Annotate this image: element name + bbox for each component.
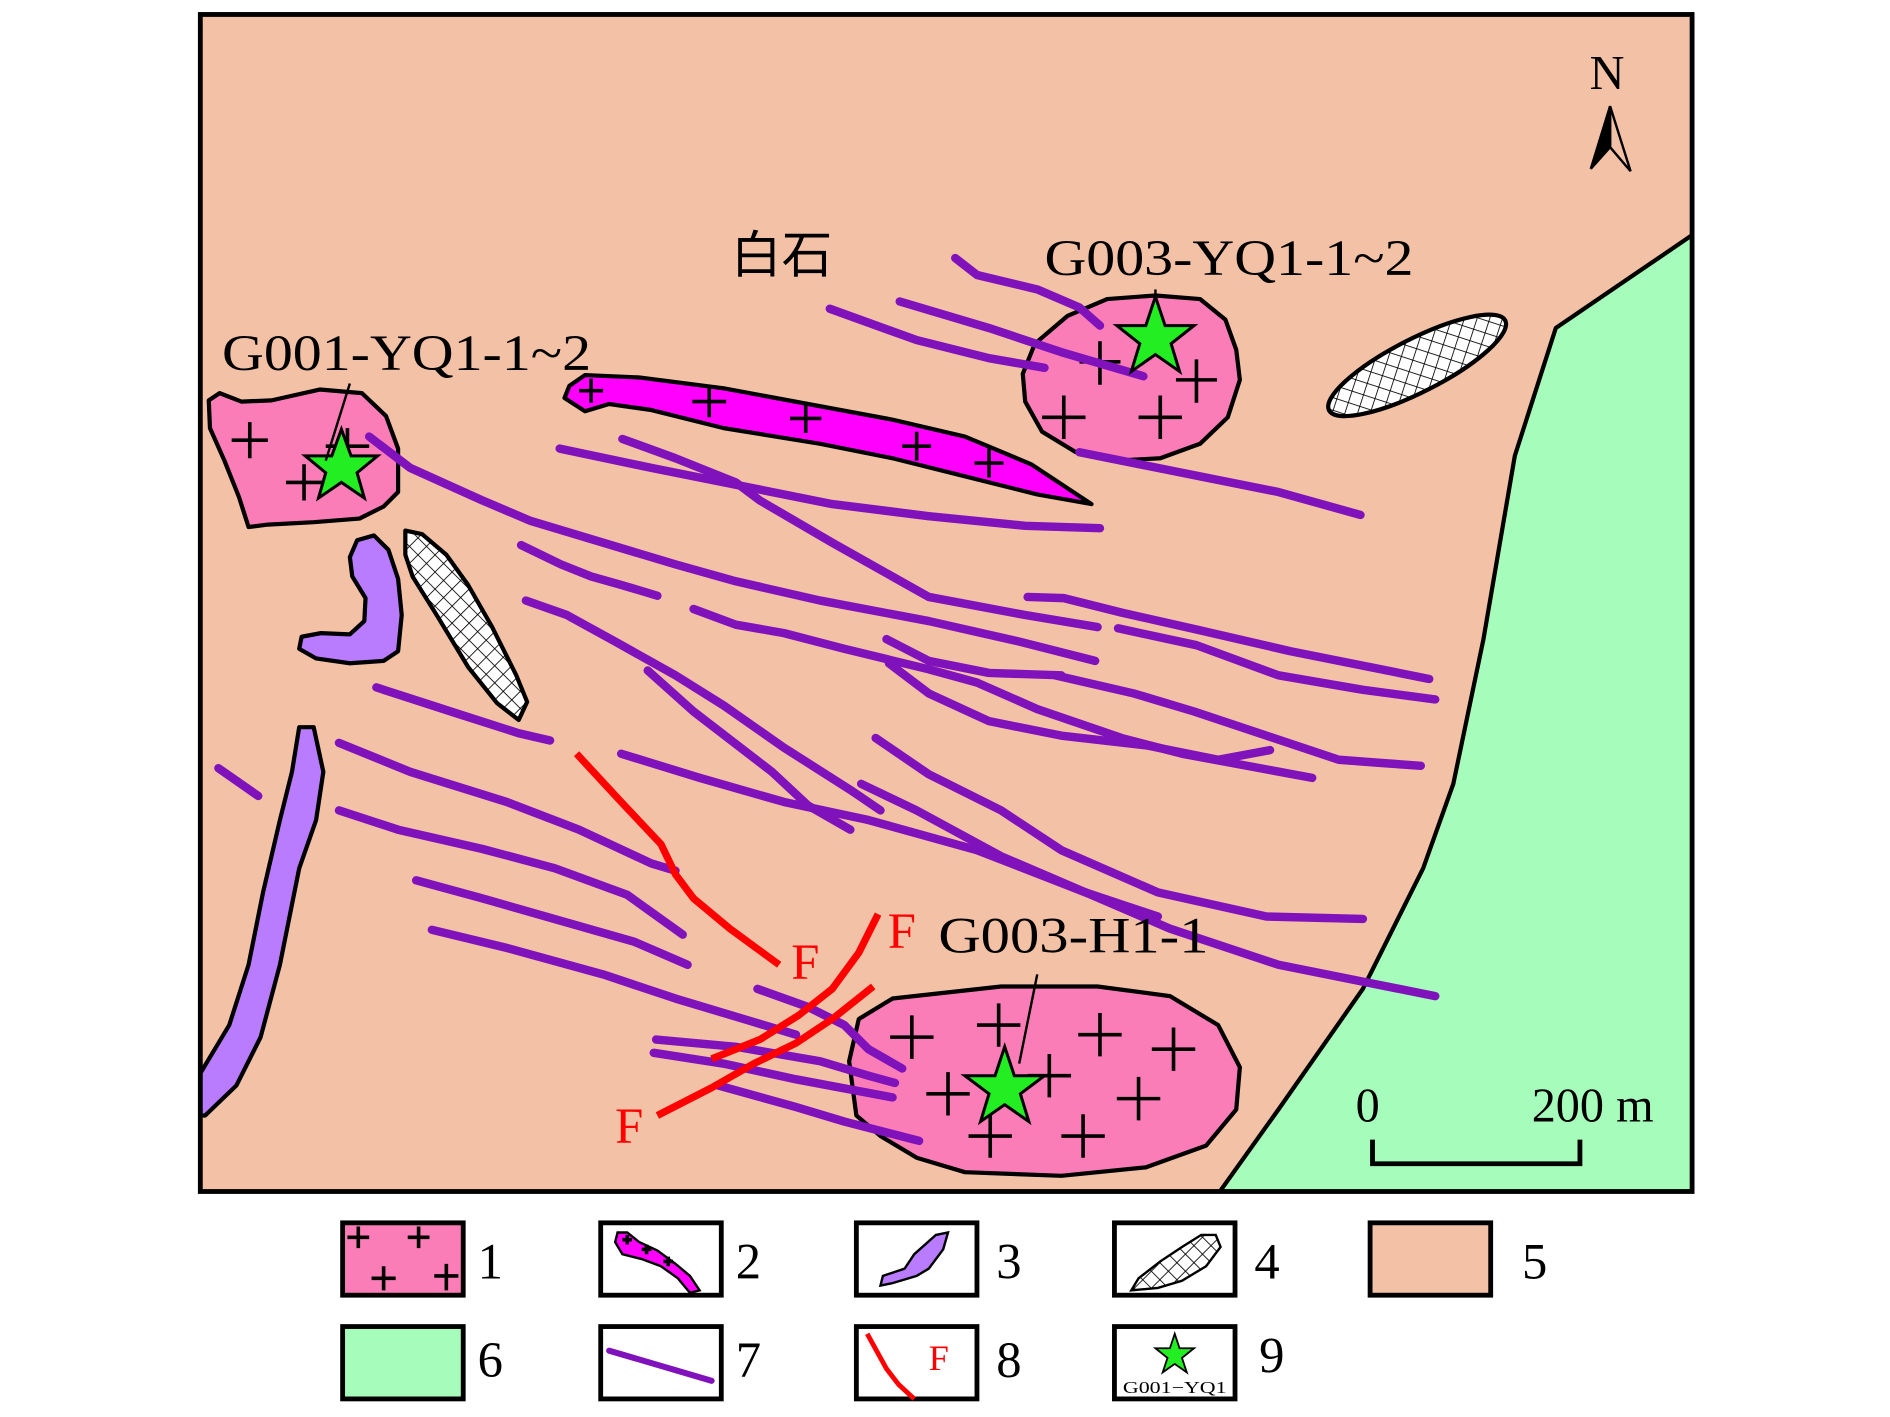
sample-stars xyxy=(301,291,1199,1126)
scale-bar-line xyxy=(1370,1139,1583,1167)
north-label: N xyxy=(1590,47,1625,100)
svg-text:2: 2 xyxy=(736,1233,761,1289)
legend-item-1: 1 xyxy=(340,1220,503,1298)
svg-text:5: 5 xyxy=(1522,1233,1547,1289)
fault-label-3: F xyxy=(615,1098,643,1154)
map-frame xyxy=(197,12,1695,1194)
fault-label-2: F xyxy=(888,903,916,959)
veins xyxy=(214,253,1440,1146)
label-leaders xyxy=(324,289,1157,1064)
scale-start-label: 0 xyxy=(1356,1080,1380,1133)
sample-star-g003-yq1 xyxy=(1112,291,1199,376)
svg-text:9: 9 xyxy=(1259,1327,1284,1383)
svg-text:7: 7 xyxy=(736,1332,761,1388)
sample-star-g003-h1 xyxy=(960,1042,1050,1126)
sample-label-g003-yq1: G003-YQ1-1~2 xyxy=(1044,230,1413,286)
legend-item-9: G001−YQ1 9 xyxy=(1112,1324,1284,1402)
sample-star-g001 xyxy=(301,424,382,502)
sample-label-g001: G001-YQ1-1~2 xyxy=(222,325,591,381)
crosshatched-body-right xyxy=(1326,312,1509,419)
legend-item-7: 7 xyxy=(598,1324,761,1402)
granite-pluton-south xyxy=(847,984,1242,1178)
legend-item-2: 2 xyxy=(598,1220,761,1298)
svg-text:F: F xyxy=(929,1338,949,1378)
faults xyxy=(573,751,882,1119)
legend-item-6: 6 xyxy=(340,1324,503,1402)
svg-text:3: 3 xyxy=(996,1233,1021,1289)
crosshatched-body-left xyxy=(403,528,530,723)
place-name-label: 白石 xyxy=(731,228,832,284)
scale-end-label: 200 m xyxy=(1532,1080,1654,1133)
svg-text:6: 6 xyxy=(478,1332,503,1388)
fault-label-1: F xyxy=(791,934,819,990)
granite-crosses xyxy=(231,341,1217,1158)
legend-item-5: 5 xyxy=(1367,1220,1547,1298)
svg-text:4: 4 xyxy=(1254,1233,1279,1289)
lavender-intrusion-hook xyxy=(297,533,404,666)
granite-dike xyxy=(562,372,1094,507)
granite-pluton-left xyxy=(206,387,401,530)
scale-bar: 0 200 m xyxy=(1356,1080,1654,1167)
north-arrow: N xyxy=(1590,47,1632,173)
svg-text:G001−YQ1: G001−YQ1 xyxy=(1123,1378,1227,1397)
legend: 1 2 3 4 5 6 xyxy=(340,1220,1547,1402)
legend-item-4: 4 xyxy=(1112,1220,1280,1298)
legend-item-8: F 8 xyxy=(853,1324,1022,1402)
legend-item-3: 3 xyxy=(853,1220,1022,1298)
svg-text:1: 1 xyxy=(478,1233,503,1289)
green-unit-area xyxy=(1217,233,1693,1192)
sample-label-g003-h1: G003-H1-1 xyxy=(938,908,1208,964)
svg-text:8: 8 xyxy=(996,1332,1021,1388)
lavender-intrusion-long xyxy=(200,725,326,1118)
